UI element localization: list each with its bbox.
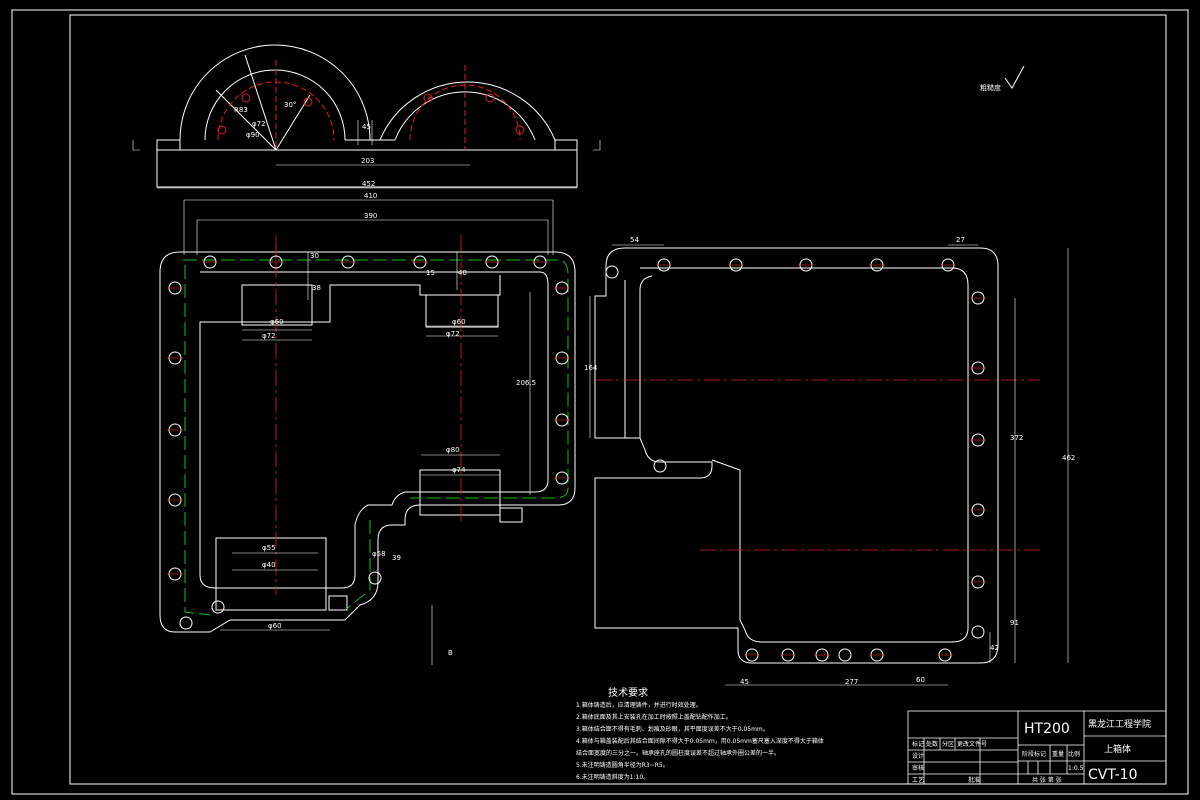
dim-164: 164 [584, 364, 598, 372]
dim-54: 54 [630, 236, 639, 244]
dim-42: 42 [990, 644, 999, 652]
material-label: HT200 [1024, 721, 1070, 737]
surface-roughness-label: 粗糙度 [980, 83, 1001, 92]
dim-60: 60 [916, 676, 925, 684]
dim-d80: φ80 [446, 446, 460, 454]
inner-border [69, 14, 1167, 785]
tech-line-2: 2.箱体底面及其上安装孔在加工时按照上盖配钻配作加工。 [576, 713, 732, 721]
right-plan-bolt-holes [605, 258, 985, 662]
tech-line-6: 5.未注明铸造圆角半径为R3~R5。 [576, 761, 669, 769]
roughness-symbol-icon [1004, 65, 1025, 89]
drawing-number: CVT-10 [1088, 767, 1138, 783]
dim-d60b: φ60 [452, 318, 466, 326]
tech-title: 技术要求 [608, 686, 648, 699]
tb-process: 工艺 [912, 776, 924, 784]
dim-gap: 45 [362, 123, 371, 131]
tech-line-7: 6.未注明铸造斜度为1:10。 [576, 773, 649, 781]
dim-phi72: φ72 [252, 120, 266, 128]
top-section-view [156, 44, 578, 188]
tb-scale: 1:0.5 [1068, 765, 1084, 772]
view-b-label: B [448, 649, 453, 657]
top-section-bolts [217, 93, 525, 135]
part-name: 上箱体 [1104, 743, 1131, 755]
dim-410: 410 [364, 192, 377, 200]
tb-header-mark: 标记 [912, 740, 924, 748]
tb-header-count: 处数 [926, 740, 938, 748]
tb-scale-label: 比例 [1068, 750, 1080, 758]
left-plan-dims [220, 252, 531, 665]
dim-d60: φ60 [270, 318, 284, 326]
outer-border [11, 9, 1189, 795]
school-name: 黑龙江工程学院 [1088, 718, 1151, 730]
dim-d55: φ55 [262, 544, 276, 552]
left-plan-outline [159, 251, 576, 633]
technical-requirements: 技术要求 1.箱体铸造后，应清理铸件，并进行时效处理。 2.箱体底面及其上安装孔… [576, 686, 824, 781]
dim-d60c: φ60 [268, 622, 282, 630]
right-plan-dims [589, 244, 1069, 686]
dim-d40: φ40 [262, 561, 276, 569]
tb-weight: 重量 [1052, 750, 1064, 758]
dim-45: 45 [740, 678, 749, 686]
dim-206: 206.5 [516, 379, 536, 387]
left-plan-bolt-holes [168, 255, 569, 630]
tb-design: 设计 [912, 752, 924, 760]
tech-line-3: 3.箱体结合面不得有毛刺、划痕及砂眼，其平面度误差不大于0.05mm。 [576, 725, 769, 733]
right-plan-hole-centers [656, 264, 986, 656]
dim-angle: 30° [284, 101, 296, 109]
tb-header-zone: 分区 [942, 740, 954, 748]
left-plan-green-dashes [183, 259, 569, 616]
tech-line-1: 1.箱体铸造后，应清理铸件，并进行时效处理。 [576, 701, 702, 709]
dim-203: 203 [361, 157, 374, 165]
dim-h15: 15 [426, 269, 435, 277]
dim-d74: φ74 [452, 466, 466, 474]
dim-91: 91 [1010, 619, 1019, 627]
tb-header-change: 更改文件号 [957, 740, 987, 748]
dim-r83: R83 [234, 106, 248, 114]
right-plan-outline [594, 247, 999, 664]
dim-d72b: φ72 [446, 330, 460, 338]
left-plan-centerlines [275, 235, 462, 595]
top-section-red [217, 60, 521, 150]
dim-372: 372 [1010, 434, 1023, 442]
dim-h40: 40 [458, 269, 467, 277]
dim-h30: 30 [310, 252, 319, 260]
tech-line-4: 4.箱体与箱盖装配后其结合面间隙不得大于0.05mm，用0.05mm塞尺塞入深度… [576, 737, 824, 745]
tb-check: 审核 [912, 764, 924, 772]
dim-phi90: φ90 [246, 131, 260, 139]
title-block [907, 710, 1167, 785]
tb-approve: 批准 [968, 776, 980, 784]
left-plan-hole-centers [167, 261, 570, 575]
top-dims [132, 120, 601, 255]
dim-39: 39 [392, 554, 401, 562]
dim-390: 390 [364, 212, 377, 220]
dim-277: 277 [845, 678, 858, 686]
tb-sheets: 共 张 第 张 [1032, 776, 1062, 784]
dim-d72: φ72 [262, 332, 276, 340]
dim-462: 462 [1062, 454, 1075, 462]
dim-d58: φ58 [372, 550, 386, 558]
dim-452: 452 [362, 180, 375, 188]
dim-h38: 38 [312, 284, 321, 292]
dim-27: 27 [956, 236, 965, 244]
tech-line-5: 结合面宽度的三分之一。轴承座孔的圆柱度误差不超过轴承外圈公差的一半。 [576, 749, 780, 757]
tb-stage: 阶段标记 [1022, 750, 1046, 758]
right-plan-centerlines [596, 379, 1040, 551]
